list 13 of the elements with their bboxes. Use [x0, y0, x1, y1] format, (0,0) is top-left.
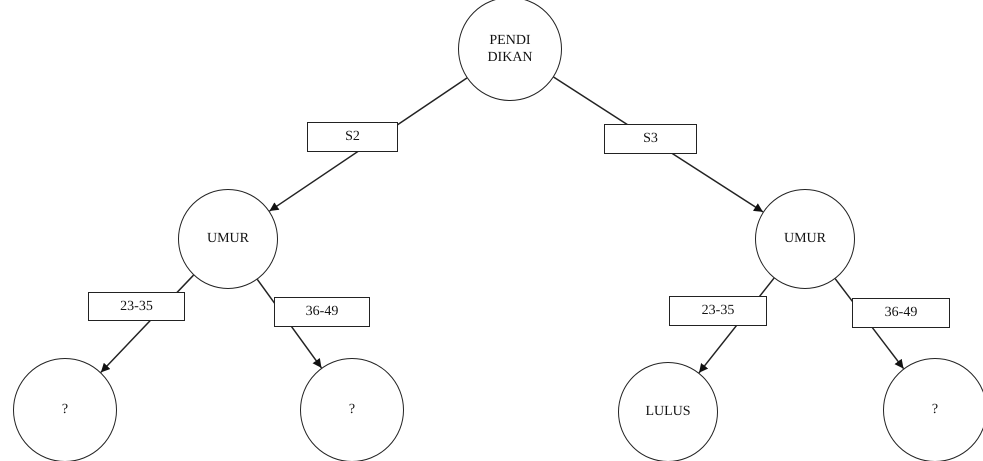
edge-label: S2: [307, 122, 398, 152]
node-label: UMUR: [782, 230, 827, 248]
node-label: UMUR: [206, 230, 250, 248]
edge-label: 23-35: [669, 296, 767, 326]
node-label: LULUS: [644, 403, 692, 421]
node-label: ?: [930, 401, 940, 419]
edge-label: 23-35: [88, 292, 185, 321]
node-label: PENDI DIKAN: [486, 32, 534, 66]
node-label: ?: [348, 401, 356, 419]
edge-label: 36-49: [274, 297, 370, 327]
edge-label: S3: [604, 124, 697, 154]
edge-label: 36-49: [852, 298, 950, 328]
node-label: ?: [60, 401, 70, 419]
